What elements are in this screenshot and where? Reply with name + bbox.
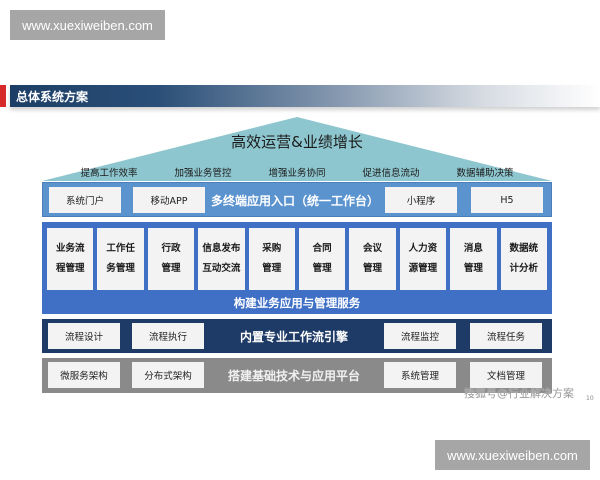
business-module: 数据统 计分析 — [500, 228, 547, 290]
page-number: 10 — [586, 395, 594, 402]
workflow-item-execute: 流程执行 — [132, 323, 204, 349]
roof-triangle — [42, 117, 552, 181]
business-module: 消息 管理 — [450, 228, 497, 290]
watermark-top: www.xuexiweiben.com — [10, 10, 165, 40]
goal-list: 提高工作效率 加强业务管控 增强业务协同 促进信息流动 数据辅助决策 — [42, 165, 552, 179]
workflow-layer-label: 内置专业工作流引擎 — [239, 330, 348, 344]
business-module: 采购 管理 — [248, 228, 295, 290]
business-module-grid: 业务流 程管理 工作任 务管理 行政 管理 信息发布 互动交流 采购 管理 合同… — [47, 228, 547, 290]
business-module: 业务流 程管理 — [47, 228, 94, 290]
workflow-item-task: 流程任务 — [470, 323, 542, 349]
business-module: 信息发布 互动交流 — [198, 228, 245, 290]
entry-layer-label: 多终端应用入口（统一工作台） — [210, 194, 379, 208]
business-module: 合同 管理 — [298, 228, 346, 290]
workflow-item-monitor: 流程监控 — [384, 323, 456, 349]
goal-item: 加强业务管控 — [174, 168, 232, 179]
goal-item: 数据辅助决策 — [456, 168, 514, 179]
business-module: 会议 管理 — [349, 228, 396, 290]
red-accent-tab — [0, 85, 6, 107]
entry-layer: 系统门户 移动APP 多终端应用入口（统一工作台） 小程序 H5 — [42, 182, 552, 217]
goal-item: 增强业务协同 — [268, 168, 326, 179]
business-layer-label: 构建业务应用与管理服务 — [233, 296, 361, 310]
business-module: 人力资 源管理 — [399, 228, 447, 290]
section-title-bar: 总体系统方案 — [0, 85, 600, 107]
workflow-item-design: 流程设计 — [48, 323, 120, 349]
title-gradient-bar — [10, 85, 600, 107]
goal-item: 提高工作效率 — [80, 168, 138, 179]
roof-goals: 高效运营&业绩增长 提高工作效率 加强业务管控 增强业务协同 促进信息流动 数据… — [42, 117, 552, 181]
watermark-bottom: www.xuexiweiben.com — [435, 440, 590, 470]
entry-item-portal: 系统门户 — [49, 187, 121, 213]
entry-item-mini-program: 小程序 — [385, 187, 457, 213]
platform-item-document-mgmt: 文档管理 — [470, 362, 542, 388]
section-title: 总体系统方案 — [16, 90, 89, 104]
business-layer: 业务流 程管理 工作任 务管理 行政 管理 信息发布 互动交流 采购 管理 合同… — [42, 222, 552, 314]
platform-item-system-mgmt: 系统管理 — [384, 362, 456, 388]
entry-item-mobile-app: 移动APP — [133, 187, 205, 213]
goal-item: 促进信息流动 — [362, 168, 420, 179]
platform-item-distributed: 分布式架构 — [132, 362, 204, 388]
source-watermark: 搜狐号@行业解决方案 — [464, 387, 574, 400]
platform-layer: 微服务架构 分布式架构 搭建基础技术与应用平台 系统管理 文档管理 — [42, 358, 552, 393]
roof-title: 高效运营&业绩增长 — [231, 133, 363, 151]
business-module: 行政 管理 — [147, 228, 195, 290]
workflow-layer: 流程设计 流程执行 内置专业工作流引擎 流程监控 流程任务 — [42, 319, 552, 353]
business-module: 工作任 务管理 — [97, 228, 144, 290]
platform-layer-label: 搭建基础技术与应用平台 — [227, 369, 360, 383]
platform-item-microservice: 微服务架构 — [48, 362, 120, 388]
entry-item-h5: H5 — [471, 187, 543, 213]
